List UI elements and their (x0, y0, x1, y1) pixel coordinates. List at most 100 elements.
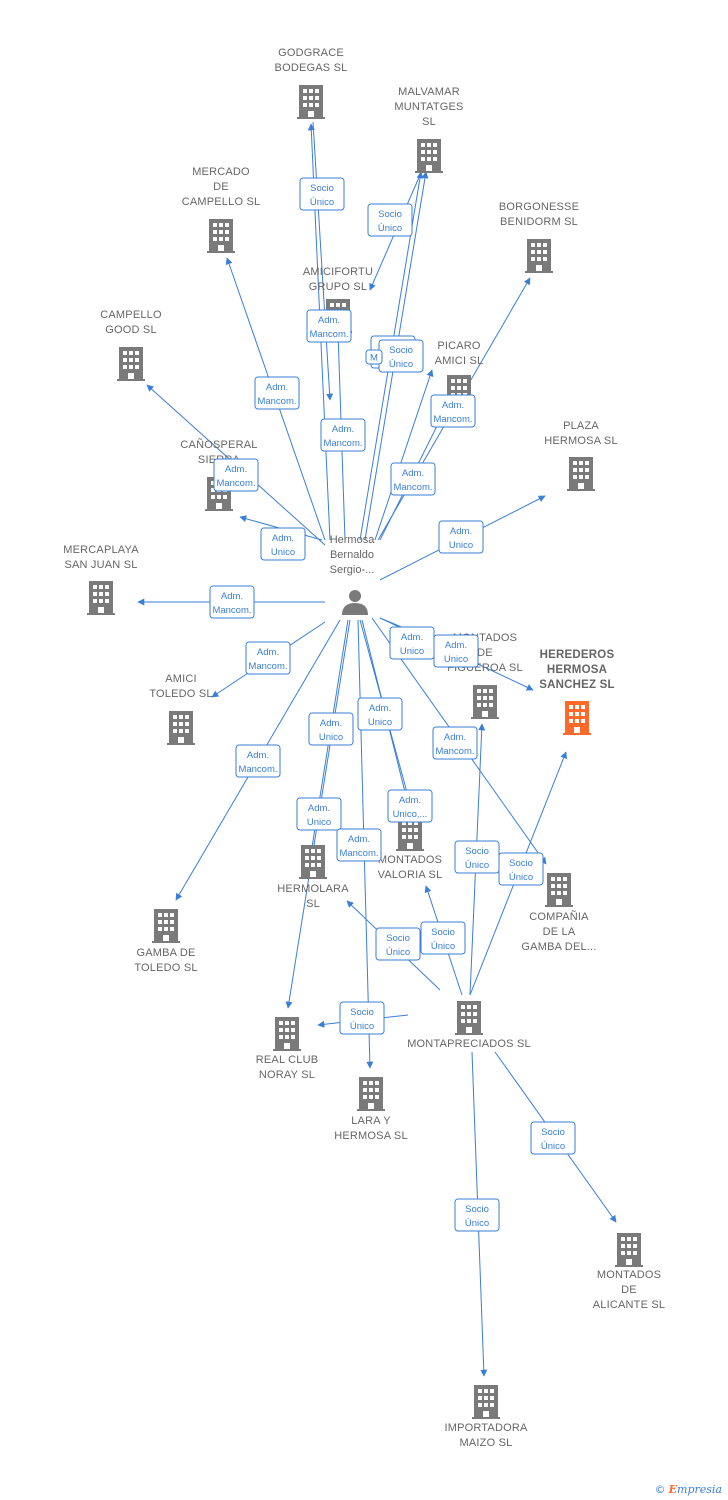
edge-label-e-mercado[interactable]: Adm.Mancom. (254, 376, 300, 410)
person-name-line: Hermosa (330, 534, 376, 546)
edge-label-e-montapreciados[interactable]: Adm.Mancom. (336, 828, 382, 862)
edge-label-e-valoria-a[interactable]: Adm.Unico (357, 697, 403, 731)
edge-label-e-borgonesse[interactable]: Adm.Mancom. (430, 394, 476, 428)
company-label: COMPAÑIA (529, 910, 589, 923)
edge-label-text: Mancom. (339, 848, 378, 859)
edge-label-e-amicifortu[interactable]: Adm.Mancom. (306, 309, 352, 343)
edge-label-text: Unico (449, 540, 473, 551)
building-icon (545, 873, 573, 907)
edge-label-box (213, 458, 259, 492)
building-icon (415, 139, 443, 173)
edge-label-e-malvamar-b[interactable]: Adm.Mancom. (320, 418, 366, 452)
building-icon (299, 845, 327, 879)
edge-label-e-real-club[interactable]: Adm.Unico (296, 797, 342, 831)
edge-label-text: Mancom. (216, 478, 255, 489)
company-label: MAIZO SL (460, 1437, 513, 1449)
company-label: CAMPELLO (100, 309, 162, 321)
edge-label-e-plaza[interactable]: Adm.Unico (438, 520, 484, 554)
edge-label-box (438, 520, 484, 554)
building-icon (471, 685, 499, 719)
edge-label-e-gamba-toledo[interactable]: Adm.Mancom. (235, 744, 281, 778)
company-label: REAL CLUB (256, 1054, 319, 1066)
edge-label-box (365, 349, 383, 365)
edge-label-text: Adm. (225, 464, 247, 475)
edge-label-text: Adm. (320, 718, 342, 729)
edge-label-text: Adm. (272, 533, 294, 544)
building-icon (615, 1233, 643, 1267)
edge-label-box (299, 177, 345, 211)
company-label: MERCAPLAYA (63, 544, 139, 556)
edge-label-text: Adm. (247, 750, 269, 761)
company-label: ALICANTE SL (593, 1299, 666, 1311)
person-node[interactable]: HermosaBernaldoSergio-... (330, 534, 376, 615)
edge-label-e-canosperal[interactable]: Adm.Unico (260, 527, 306, 561)
edge-label-e-mercaplaya[interactable]: Adm.Mancom. (209, 585, 255, 619)
building-icon (455, 1001, 483, 1035)
edge-label-text: Socio (389, 345, 413, 356)
company-label: GODGRACE (278, 47, 344, 59)
edge-label-text: Adm. (266, 382, 288, 393)
edge-label-box (432, 726, 478, 760)
edge-label-text: Adm. (401, 632, 423, 643)
edge-label-text: Único (310, 197, 334, 208)
edge-label-box (235, 744, 281, 778)
edge-label-text: Socio (310, 183, 334, 194)
edge-label-e-herederos[interactable]: Adm.Unico (433, 634, 479, 668)
edge-label-e-lara[interactable]: Adm.Unico (308, 712, 354, 746)
company-label: HERMOSA (547, 664, 607, 676)
edge-label-e-compania[interactable]: Adm.Mancom. (432, 726, 478, 760)
edge-label-e-valoria-b[interactable]: Adm.Unico,... (387, 789, 433, 823)
building-icon (273, 1017, 301, 1051)
company-label: GRUPO SL (309, 281, 367, 293)
person-name-line: Bernaldo (330, 549, 374, 561)
edge-label-box (339, 1001, 385, 1035)
relation-edge (312, 121, 334, 401)
company-label: AMICI SL (435, 355, 484, 367)
edge-label-box (375, 927, 421, 961)
edge-label-box (260, 527, 306, 561)
edge-label-box (530, 1121, 576, 1155)
edge-label-e-campello-good[interactable]: Adm. Mancom. (213, 458, 259, 492)
company-label: PICARO (437, 340, 481, 352)
brand-watermark[interactable]: ©Empresia (655, 1483, 722, 1496)
edge-label-text: Único (389, 359, 413, 370)
edge-label-text: Socio (541, 1127, 565, 1138)
company-label: CAMPELLO SL (182, 196, 261, 208)
edge-label-e-picaro-c[interactable]: Adm.Mancom. (390, 462, 436, 496)
edge-label-e-small-m[interactable]: M (365, 349, 383, 365)
edge-label-e-amici-toledo[interactable]: Adm.Mancom. (245, 641, 291, 675)
edge-label-text: Adm. (318, 315, 340, 326)
company-node-picaro[interactable]: PICARO AMICI SL (435, 340, 484, 409)
edge-label-e-figueroa[interactable]: Adm.Unico (389, 626, 435, 660)
company-node-montapreciados[interactable]: MONTAPRECIADOS SL (407, 1001, 531, 1050)
